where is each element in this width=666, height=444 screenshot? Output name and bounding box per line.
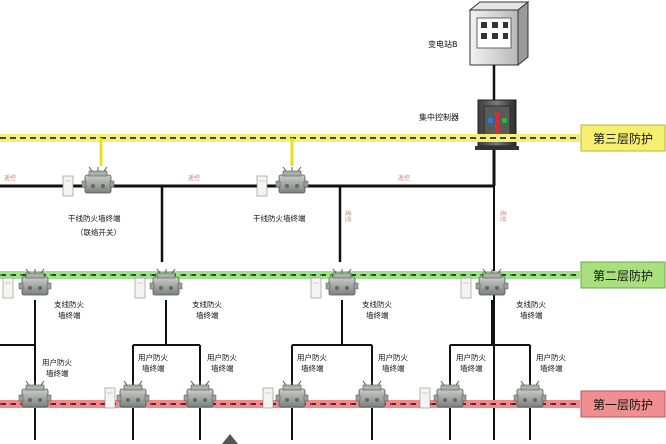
user-terminal-1-label-line2: 墙终端 <box>46 368 69 378</box>
remote-label-4: 遥控 <box>344 210 352 222</box>
user-terminal-3-label-line2: 墙终端 <box>211 363 234 373</box>
second-layer-label: 第二层防护 <box>593 268 653 283</box>
user-terminal-6-label-line2: 墙终端 <box>460 363 483 373</box>
trunk-terminal-1-label-line2: （联络开关） <box>76 227 121 237</box>
remote-label-5: 遥控 <box>499 210 507 222</box>
first-layer-label: 第一层防护 <box>593 397 653 412</box>
branch-terminal-4-label-line1: 支线防火 <box>516 299 546 309</box>
first-layer-badge: 第一层防护 <box>580 390 666 418</box>
user-terminal-2-label-line1: 用户防火 <box>138 352 168 362</box>
third-layer-label: 第三层防护 <box>593 131 653 146</box>
user-terminal-1-label-line1: 用户防火 <box>42 357 72 367</box>
branch-terminal-1-label-line2: 墙终端 <box>58 310 81 320</box>
substation-cabinet <box>468 0 530 67</box>
trunk-terminal-1-label-line1: 干线防火墙终端 <box>68 213 121 223</box>
branch-terminal-2-label-line1: 支线防火 <box>192 299 222 309</box>
branch-terminal-4-label-line2: 墙终端 <box>520 310 543 320</box>
user-terminal-switch-4 <box>262 380 309 409</box>
second-layer-badge: 第二层防护 <box>580 261 666 289</box>
branch-terminal-3-label-line1: 支线防火 <box>362 299 392 309</box>
user-terminal-switch-6 <box>419 380 467 409</box>
user-terminal-7-label-line2: 墙终端 <box>540 363 563 373</box>
remote-label-3: 遥控 <box>4 174 16 182</box>
partial-device-icon <box>222 434 238 444</box>
user-terminal-2-label-line2: 墙终端 <box>142 363 165 373</box>
user-terminal-5-label-line2: 墙终端 <box>382 363 405 373</box>
trunk-terminal-switch-1 <box>62 166 115 197</box>
user-terminal-6-label-line1: 用户防火 <box>456 352 486 362</box>
user-terminal-3-label-line1: 用户防火 <box>207 352 237 362</box>
trunk-terminal-2-label-line1: 干线防火墙终端 <box>253 213 306 223</box>
branch-terminal-1-label-line1: 支线防火 <box>54 299 84 309</box>
user-terminal-switch-2 <box>104 380 150 409</box>
user-feeder-lines <box>0 300 531 440</box>
user-terminal-7-label-line1: 用户防火 <box>536 352 566 362</box>
substation-label: 变电站B <box>428 39 458 49</box>
user-terminal-5-label-line1: 用户防火 <box>378 352 408 362</box>
user-terminal-switch-7 <box>513 380 547 408</box>
trunk-terminal-switch-2 <box>256 166 309 197</box>
user-terminal-4-label-line2: 墙终端 <box>301 363 324 373</box>
third-layer-badge: 第三层防护 <box>580 124 666 152</box>
controller-cabinet <box>475 99 519 150</box>
remote-label-1: 遥控 <box>188 174 200 182</box>
branch-terminal-2-label-line2: 墙终端 <box>196 310 219 320</box>
user-terminal-4-label-line1: 用户防火 <box>297 352 327 362</box>
user-terminal-switch-3 <box>183 380 217 408</box>
remote-label-2: 遥控 <box>398 174 410 182</box>
controller-label: 集中控制器 <box>419 112 459 122</box>
user-terminal-switch-1 <box>18 380 52 408</box>
branch-terminal-3-label-line2: 墙终端 <box>366 310 389 320</box>
user-terminal-switch-5 <box>355 380 389 408</box>
